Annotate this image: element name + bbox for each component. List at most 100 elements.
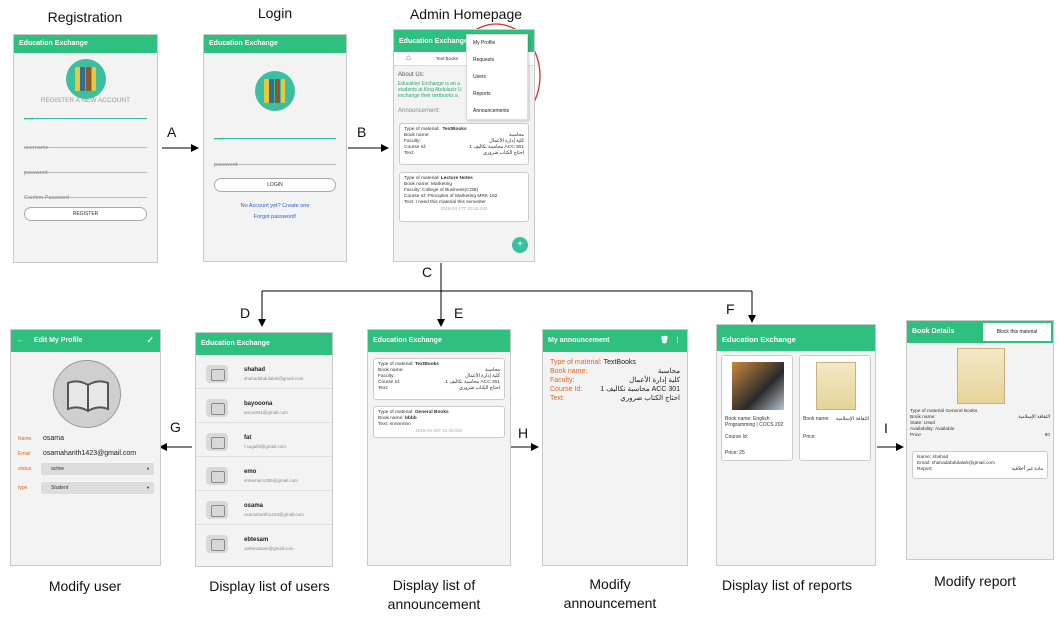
user-list-item[interactable]: bayooona amoo941@gmail.com (196, 392, 332, 423)
price-row: Price: (803, 434, 816, 440)
forgot-password-link[interactable]: Forgot password! (204, 214, 346, 220)
user-name: shahad (244, 367, 265, 373)
menu-item-my-profile[interactable]: My Profile (473, 40, 495, 46)
email-field[interactable]: email (214, 127, 336, 139)
user-email: shahadabdulalah@gmail.com (244, 376, 303, 381)
user-avatar-icon (206, 535, 228, 553)
course-value[interactable]: ACC 301 محاسبة تكاليف 1 (600, 385, 680, 394)
register-button[interactable]: REGISTER (24, 207, 147, 221)
edge-label-i: I (884, 420, 888, 436)
login-button[interactable]: LOGIN (214, 178, 336, 192)
status-label: status (18, 466, 31, 472)
user-avatar-icon (206, 365, 228, 383)
user-list-item[interactable]: osama osamaharith1423@gmail.com (196, 494, 332, 525)
confirm-password-label: Confirm Password (24, 195, 69, 201)
user-list-item[interactable]: ebtesam 1ebtesasam@gmail.com (196, 528, 332, 559)
email-value[interactable]: osamaharith1423@gmail.com (43, 450, 136, 457)
card-date: 2018-04-03T 21:45:502 (378, 428, 500, 433)
home-icon[interactable]: ⌂ (406, 53, 411, 62)
course-id-row: Course Id: (725, 434, 748, 440)
password-field[interactable]: password (24, 161, 147, 173)
password-field[interactable]: password (214, 153, 336, 165)
username-label: username (24, 145, 48, 151)
email-field[interactable]: email (24, 107, 147, 119)
confirm-password-field[interactable]: Confirm Password (24, 186, 147, 198)
faculty-value[interactable]: كلية إدارة الأعمال (629, 376, 680, 385)
edge-label-b: B (357, 124, 366, 140)
my-announcement-appbar: My announcement 🗑 ⋮ (543, 330, 687, 352)
announcement-details: Type of material: TextBooks Book name:مح… (550, 358, 680, 403)
modify-report-screen: Book Details Block this material Type of… (906, 320, 1054, 560)
announcement-card[interactable]: Type of material: Lecture Notes Book nam… (399, 172, 529, 222)
check-icon[interactable]: ✓ (146, 335, 154, 346)
book-avatar-icon (54, 361, 122, 429)
menu-item-announcements[interactable]: Announcements (473, 108, 509, 114)
announcement-title: Announcement: (398, 108, 440, 114)
report-item-card[interactable]: Book name:الثقافة الإسلامية Price: (799, 355, 871, 461)
caption-admin-homepage: Admin Homepage (396, 6, 536, 22)
delete-icon[interactable]: 🗑 (660, 336, 669, 344)
laptop-image (732, 362, 784, 410)
user-avatar-icon (206, 433, 228, 451)
book-name-row: Book name: English Programming | COCS 20… (725, 416, 791, 428)
report-text-row: Report:مادة غير أخلاقية (917, 467, 1043, 473)
user-name: bayooona (244, 401, 272, 407)
modify-user-screen: ← Edit My Profile ✓ Name osama Email osa… (10, 329, 161, 566)
back-arrow-icon[interactable]: ← (17, 337, 24, 344)
announcement-card[interactable]: Type of material: General Books Book nam… (373, 406, 505, 438)
users-list-screen: Education Exchange shahad shahadabdulala… (195, 332, 333, 567)
type-label: type (18, 485, 27, 491)
app-title: Education Exchange (368, 330, 510, 352)
email-field-label: email (24, 116, 34, 121)
type-select[interactable]: Student (41, 482, 154, 494)
course-label: Course Id: (550, 385, 582, 394)
announcement-card[interactable]: Type of material: TextBooks Book name:مح… (373, 358, 505, 400)
options-menu: My Profile Requests Users Reports Announ… (466, 34, 528, 120)
menu-item-users[interactable]: Users (473, 74, 486, 80)
name-value[interactable]: osama (43, 435, 64, 442)
text-value[interactable]: احتاج الكتاب ضروري (620, 394, 680, 403)
caption-display-users: Display list of users (202, 578, 337, 594)
type-value[interactable]: TextBooks (604, 359, 636, 366)
status-select[interactable]: active (41, 463, 154, 475)
add-fab-button[interactable]: + (512, 237, 528, 253)
email-field-label: email (214, 136, 224, 141)
caption-registration: Registration (35, 9, 135, 25)
about-title: About Us: (398, 72, 424, 78)
user-list-item[interactable]: shahad shahadabdulalah@gmail.com (196, 358, 332, 389)
caption-login: Login (225, 5, 325, 21)
name-label: Name (18, 436, 31, 442)
book-value[interactable]: محاسبة (658, 367, 680, 376)
menu-item-reports[interactable]: Reports (473, 91, 491, 97)
type-label: Type of material: (550, 359, 602, 366)
menu-item-requests[interactable]: Requests (473, 57, 494, 63)
caption-modify-report: Modify report (920, 573, 1030, 589)
edge-label-c: C (422, 264, 432, 280)
profile-avatar (53, 360, 121, 428)
text-label: Text: (550, 394, 565, 403)
edge-label-a: A (167, 124, 176, 140)
create-account-link[interactable]: No Account yet? Create one (204, 203, 346, 209)
user-name: ebtesam (244, 537, 268, 543)
more-options-icon[interactable]: ⋮ (674, 336, 681, 344)
faculty-label: Faculty: (550, 376, 575, 385)
report-card[interactable]: Name: shahad Email: shahadabdulalah@gmai… (912, 451, 1048, 479)
announcement-card[interactable]: Type of material:TextBooks Book name:محا… (399, 123, 529, 165)
user-list-item[interactable]: fat f.sugafiti@gmail.com (196, 426, 332, 457)
registration-screen: Education Exchange REGISTER A NEW ACCOUN… (13, 34, 158, 263)
edge-label-h: H (518, 425, 528, 441)
block-material-button[interactable]: Block this material (983, 323, 1051, 341)
caption-display-announcement-line1: Display list of (374, 577, 494, 593)
edge-label-f: F (726, 301, 735, 317)
report-item-card[interactable]: Book name: English Programming | COCS 20… (721, 355, 793, 461)
tab-text-books[interactable]: Text Books (436, 56, 458, 61)
caption-modify-announcement-line1: Modify (550, 576, 670, 592)
reports-list-screen: Education Exchange Book name: English Pr… (716, 324, 876, 566)
book-cover-image (957, 348, 1005, 404)
edge-label-e: E (454, 305, 463, 321)
card-text-row: Text:احتاج الكتاب ضروري (378, 386, 500, 392)
username-field[interactable]: username (24, 136, 147, 148)
user-list-item[interactable]: emo emteman1355@gmail.com (196, 460, 332, 491)
caption-display-announcement-line2: announcement (374, 596, 494, 612)
edge-label-g: G (170, 419, 181, 435)
